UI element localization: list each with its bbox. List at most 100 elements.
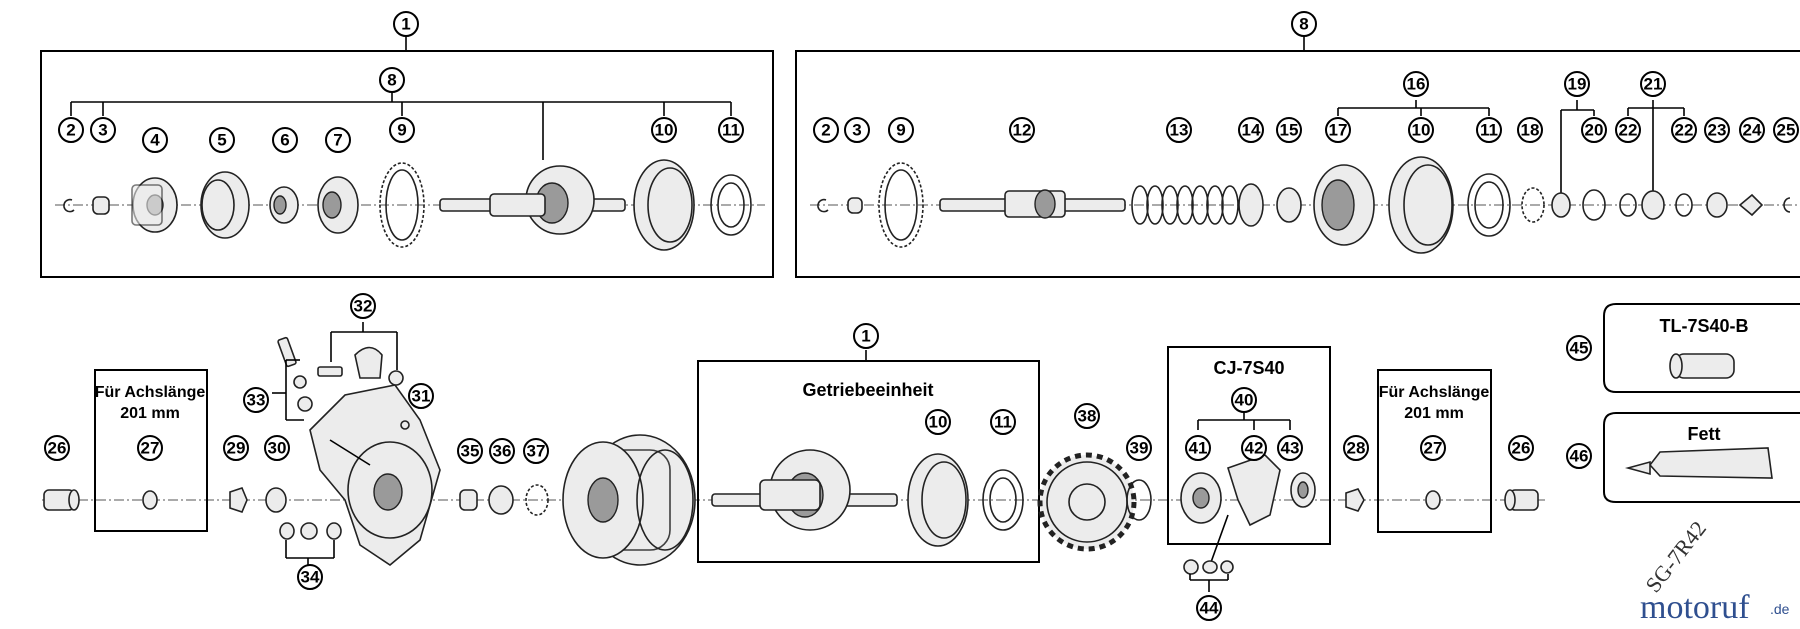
callout-number: 1 (861, 327, 870, 346)
callout-number: 3 (98, 121, 107, 140)
snap-ring-part-39 (1126, 479, 1152, 521)
callout-11a: 11 (718, 117, 744, 143)
cassette-joint-box (1167, 346, 1331, 545)
callout-number: 19 (1568, 75, 1587, 94)
tool-box (1603, 303, 1800, 393)
ball-retainer-part-2 (878, 162, 924, 248)
callout-3a: 3 (90, 117, 116, 143)
callout-number: 22 (1619, 121, 1638, 140)
hub-cone-part-2 (1388, 156, 1454, 254)
snap-ring-part (63, 198, 75, 213)
callout-number: 13 (1170, 121, 1189, 140)
callout-number: 15 (1280, 121, 1299, 140)
callout-29: 29 (223, 435, 249, 461)
callout-24: 24 (1739, 117, 1765, 143)
cable-holder-part (317, 346, 404, 386)
callout-6: 6 (272, 127, 298, 153)
callout-40: 40 (1231, 387, 1257, 413)
ring-gear-part (200, 171, 250, 239)
callout-26a: 26 (44, 435, 70, 461)
fixing-bolt-part (277, 336, 313, 412)
callout-36: 36 (489, 438, 515, 464)
callout-20: 20 (1581, 117, 1607, 143)
callout-number: 1 (401, 15, 410, 34)
callout-number: 22 (1675, 121, 1694, 140)
bell-crank-part (309, 384, 441, 566)
watermark-text: motoruf (1640, 589, 1750, 626)
axle-cap-left-part (43, 489, 80, 511)
tool-title: TL-7S40-B (1659, 316, 1748, 336)
dust-cap-part (710, 174, 752, 236)
callout-number: 3 (852, 121, 861, 140)
callout-number: 11 (1480, 121, 1498, 140)
callout-number: 12 (1013, 121, 1032, 140)
callout-39: 39 (1126, 435, 1152, 461)
axle-length-right-line1: Für Achslänge (1379, 384, 1490, 401)
callout-23: 23 (1704, 117, 1730, 143)
top-right-assembly (795, 36, 1800, 278)
grease-title: Fett (1688, 424, 1721, 444)
axle-cap-right-part (1504, 489, 1539, 511)
callout-number: 7 (333, 131, 342, 150)
callout-number: 33 (247, 391, 266, 410)
screw-set-part (279, 522, 342, 540)
watermark-logo: motoruf .de (1640, 589, 1790, 626)
callout-number: 11 (994, 413, 1012, 432)
hub-cone-part (633, 159, 695, 251)
callout-8-left: 8 (379, 67, 405, 93)
callout-11c: 11 (990, 409, 1016, 435)
callout-number: 20 (1585, 121, 1604, 140)
top-right-frame (795, 50, 1800, 278)
callout-number: 34 (301, 568, 320, 587)
callout-number: 38 (1078, 407, 1097, 426)
callout-41: 41 (1185, 435, 1211, 461)
callout-27a: 27 (137, 435, 163, 461)
axle-length-left-line2: 201 mm (120, 405, 180, 422)
callout-number: 4 (150, 131, 160, 150)
callout-number: 24 (1743, 121, 1762, 140)
callout-13: 13 (1166, 117, 1192, 143)
hub-cone-part-3 (907, 453, 969, 547)
callout-number: 42 (1245, 439, 1264, 458)
gear-unit-part (711, 449, 898, 531)
callout-10c: 10 (925, 409, 951, 435)
callout-number: 9 (397, 121, 406, 140)
callout-34: 34 (297, 564, 323, 590)
callout-46: 46 (1566, 443, 1592, 469)
callout-number: 16 (1407, 75, 1426, 94)
callout-number: 27 (141, 439, 160, 458)
callout-number: 5 (217, 131, 226, 150)
ball-retainer-part (379, 162, 425, 248)
callout-number: 17 (1329, 121, 1348, 140)
callout-number: 31 (412, 387, 431, 406)
callout-30: 30 (264, 435, 290, 461)
shaft-assembly-part (439, 165, 626, 235)
callout-2a: 2 (58, 117, 84, 143)
gear-unit-title: Getriebeeinheit (802, 380, 933, 400)
grease-box (1603, 412, 1800, 503)
callout-18: 18 (1517, 117, 1543, 143)
callout-22a: 22 (1615, 117, 1641, 143)
pawl-part (1238, 183, 1264, 227)
callout-5: 5 (209, 127, 235, 153)
nut-part (92, 196, 110, 215)
axle-length-box-left (94, 369, 208, 532)
callout-3b: 3 (844, 117, 870, 143)
callout-number: 27 (1424, 439, 1443, 458)
sprocket-part (1037, 452, 1137, 552)
callout-14: 14 (1238, 117, 1264, 143)
callout-number: 2 (821, 121, 830, 140)
axle-length-box-right (1377, 369, 1492, 533)
callout-number: 29 (227, 439, 246, 458)
callout-number: 26 (1512, 439, 1531, 458)
callout-number: 30 (268, 439, 287, 458)
nut-part-30 (265, 487, 287, 513)
spring-part (1131, 185, 1239, 225)
callout-9a: 9 (389, 117, 415, 143)
clutch-part (317, 176, 359, 234)
callout-26b: 26 (1508, 435, 1534, 461)
callout-number: 21 (1644, 75, 1663, 94)
callout-number: 32 (354, 297, 373, 316)
callout-38: 38 (1074, 403, 1100, 429)
